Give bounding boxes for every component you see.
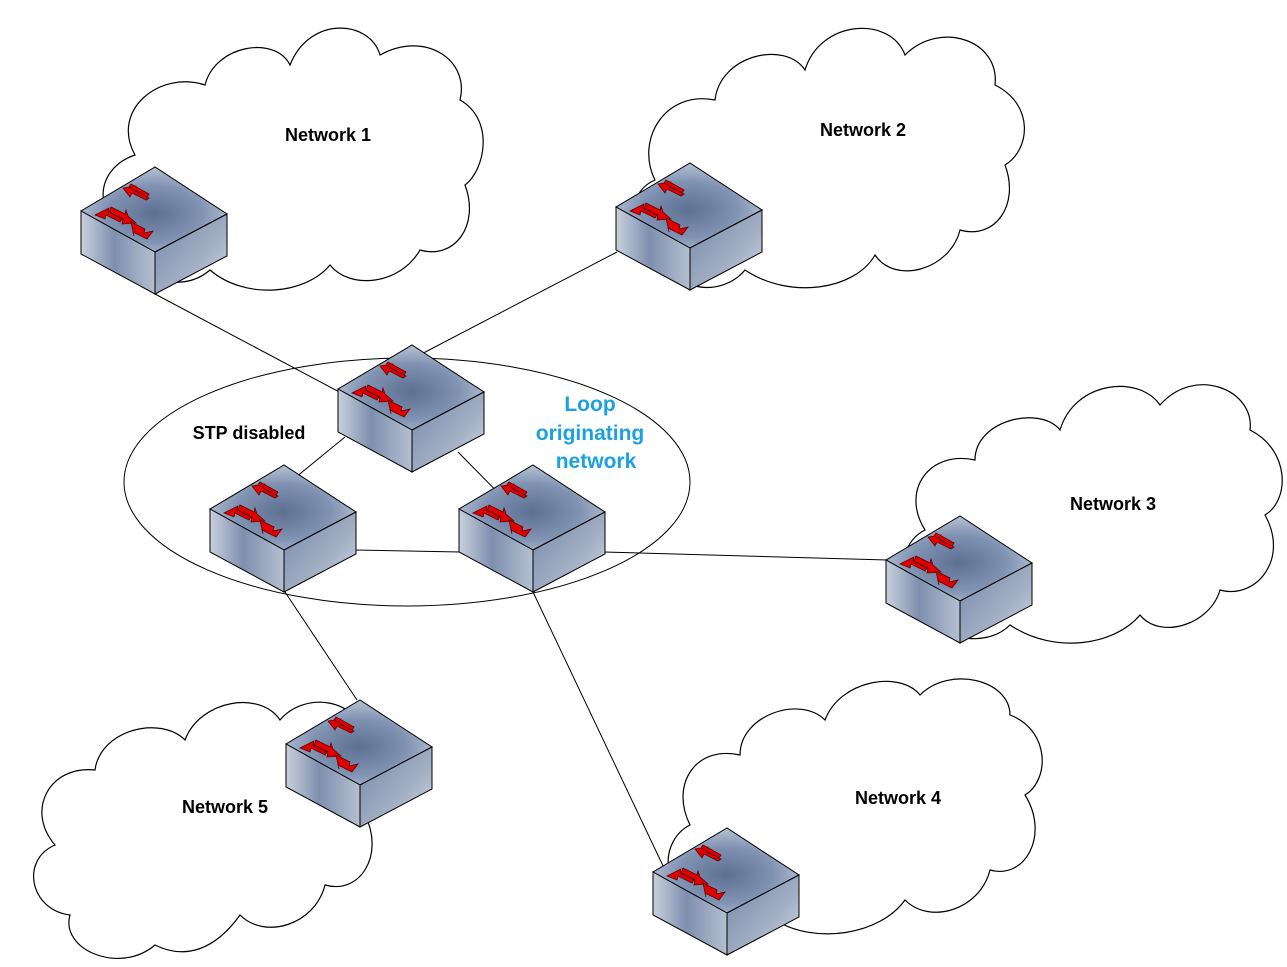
link-net1-core-top [154,293,346,396]
link-net2-core-top [409,251,618,361]
switch-core-right-icon[interactable] [458,464,606,593]
switch-core-top-icon[interactable] [337,344,485,473]
link-core-left-net5 [284,591,358,701]
loop-label-line-3: network [556,450,637,473]
network-2-label: Network 2 [820,120,906,140]
network-1-label: Network 1 [285,125,371,145]
link-core-right-net4 [532,591,666,871]
link-core-left-core-right [354,549,461,553]
switch-core-left-icon[interactable] [209,464,357,593]
stp-disabled-label: STP disabled [193,423,306,443]
link-core-right-net3 [603,551,888,561]
network-3-label: Network 3 [1070,494,1156,514]
network-5-label: Network 5 [182,797,268,817]
network-4-label: Network 4 [855,788,941,808]
loop-label-line-1: Loop [564,393,615,416]
loop-label-line-2: originating [536,422,645,445]
